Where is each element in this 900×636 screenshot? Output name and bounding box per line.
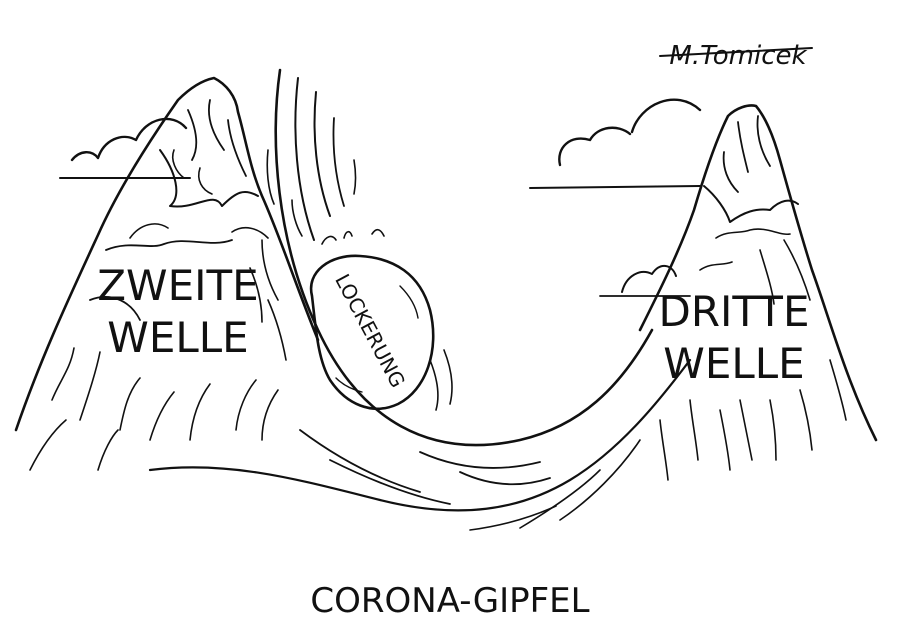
left-peak-label: ZWEITE WELLE — [97, 261, 258, 362]
right-peak-label: DRITTE WELLE — [658, 287, 809, 388]
boulder — [309, 254, 435, 410]
left-peak-label-line2: WELLE — [107, 313, 248, 362]
signature-text: M.Tomicek — [669, 41, 807, 71]
right-peak-label-line2: WELLE — [663, 339, 804, 388]
artist-signature: M.Tomicek — [659, 41, 813, 71]
motion-lines — [261, 77, 453, 411]
right-mountain — [638, 104, 878, 481]
right-peak-label-line1: DRITTE — [658, 287, 809, 336]
left-cloud — [59, 117, 191, 179]
left-peak-label-line1: ZWEITE — [97, 261, 258, 310]
middle-cloud — [529, 98, 702, 189]
caption: CORONA-GIPFEL — [310, 581, 589, 621]
left-mountain — [14, 76, 320, 471]
valley-curve — [148, 68, 692, 531]
